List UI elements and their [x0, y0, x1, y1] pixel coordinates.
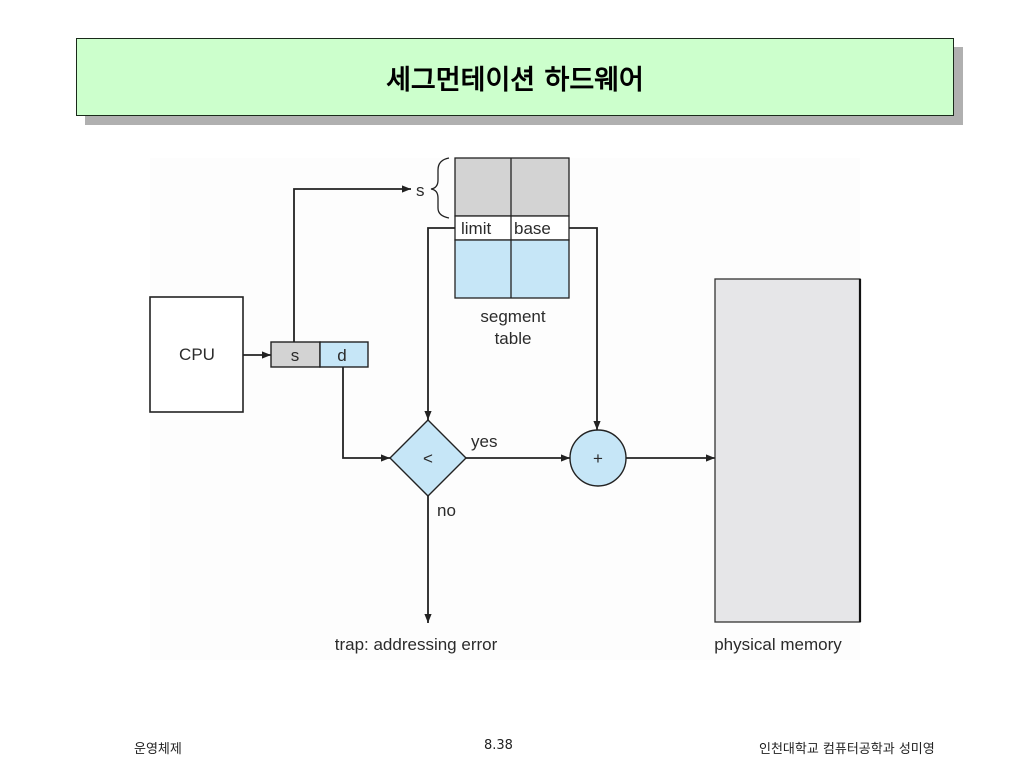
footer-page-number: 8.38 [484, 738, 513, 753]
segment-table-caption-1: segment [480, 307, 545, 326]
table-lower-rows [454, 239, 570, 299]
segment-table-caption-2: table [495, 329, 532, 348]
segment-index-arrow [293, 185, 411, 342]
segment-brace [430, 157, 450, 219]
segment-number-label: s [291, 346, 300, 365]
offset-cell [319, 341, 369, 368]
table-upper-rows [454, 157, 570, 217]
offset-label: d [337, 346, 346, 365]
trap-label: trap: addressing error [335, 635, 498, 654]
segment-table: limit base segment table [454, 157, 570, 348]
physical-memory: physical memory [714, 278, 862, 654]
cpu-label: CPU [179, 345, 215, 364]
adder: + [569, 429, 627, 487]
cpu-box: CPU [149, 296, 244, 413]
segment-index-label: s [416, 181, 425, 200]
physical-memory-label: physical memory [714, 635, 842, 654]
adder-symbol: + [593, 449, 603, 468]
slide-title: 세그먼테이션 하드웨어 [386, 64, 644, 96]
segment-number-cell [270, 341, 321, 368]
title-banner: 세그먼테이션 하드웨어 [76, 38, 954, 116]
no-label: no [437, 501, 456, 520]
comparator-symbol: < [423, 449, 433, 468]
limit-label: limit [461, 219, 491, 238]
offset-to-comparator-arrow [342, 367, 390, 462]
limit-to-comparator-arrow [424, 227, 455, 420]
logical-address: s d [270, 341, 369, 368]
comparator: < [389, 419, 467, 497]
footer-author: 인천대학교 컴퓨터공학과 성미영 [759, 742, 935, 757]
yes-label: yes [471, 432, 497, 451]
base-to-adder-arrow [569, 227, 601, 430]
base-label: base [514, 219, 551, 238]
footer-course: 운영체제 [134, 742, 182, 757]
